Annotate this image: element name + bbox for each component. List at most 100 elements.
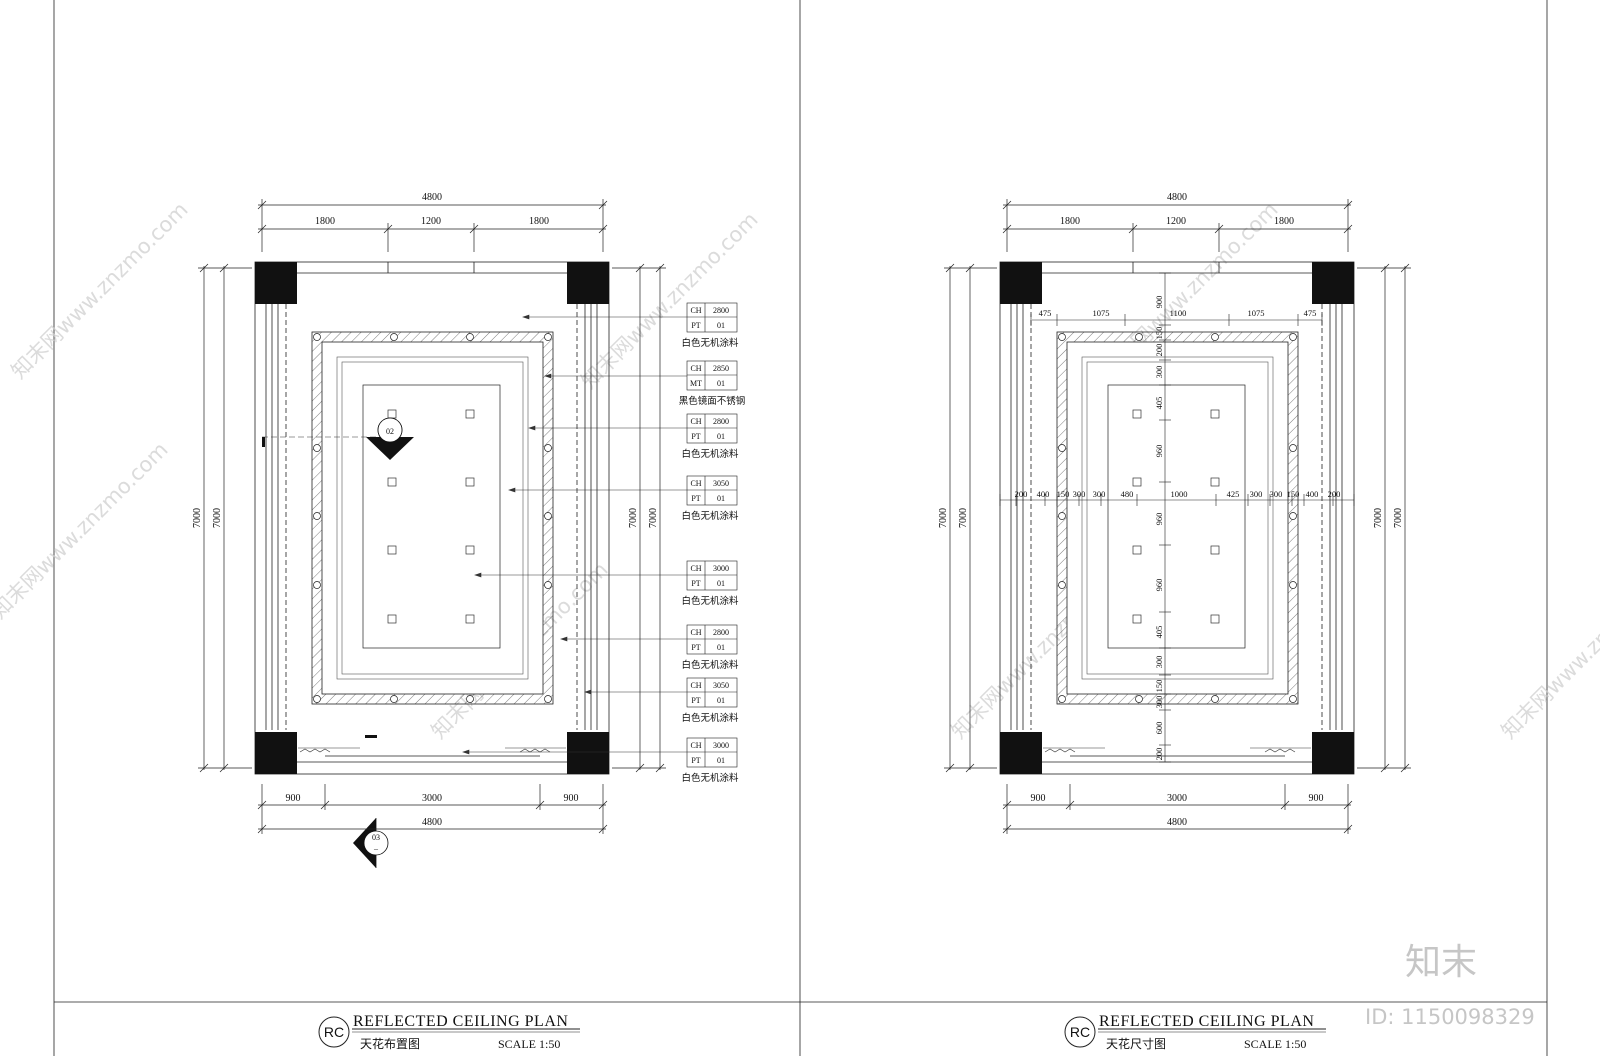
callout-value: 2850 bbox=[713, 364, 729, 373]
dim-part: 1200 bbox=[1166, 216, 1186, 227]
dim-col: 960 bbox=[1154, 445, 1164, 458]
downlight bbox=[1058, 512, 1066, 520]
dim-col: 150 bbox=[1154, 327, 1164, 340]
section-marker-03: 03 – bbox=[353, 818, 389, 868]
callout-value: 3050 bbox=[713, 681, 729, 690]
callout-note: 白色无机涂料 bbox=[681, 510, 739, 522]
callout-tag: CH 3050 PT 01 白色无机涂料 bbox=[681, 475, 739, 522]
downlight bbox=[544, 581, 552, 589]
curtain-tracks bbox=[298, 747, 566, 753]
dim-side: 7000 bbox=[192, 508, 203, 528]
callout-tag: CH 3000 PT 01 白色无机涂料 bbox=[681, 737, 739, 784]
callout-value: 3050 bbox=[713, 479, 729, 488]
frame-downlights bbox=[313, 333, 552, 703]
section-sub: – bbox=[387, 438, 393, 447]
side-dimensions bbox=[198, 263, 666, 773]
callout-key: PT bbox=[691, 696, 700, 705]
dim-row: 200 bbox=[1328, 489, 1341, 499]
sheet-scale: SCALE 1:50 bbox=[1244, 1037, 1306, 1051]
callout-leaders bbox=[462, 314, 687, 755]
callout-tag: CH 2850 MT 01 黑色镜面不锈钢 bbox=[679, 360, 745, 407]
callout-note: 白色无机涂料 bbox=[681, 772, 739, 784]
light-fixture bbox=[1132, 614, 1142, 624]
column bbox=[1000, 732, 1042, 774]
callout-key: CH bbox=[690, 681, 701, 690]
left-sheet: 02 – 03 – 4800 1800 1200 bbox=[192, 192, 745, 1051]
dim-col: 200 bbox=[1154, 344, 1164, 357]
downlight bbox=[1289, 581, 1297, 589]
section-sub: – bbox=[373, 844, 379, 853]
sheet-subtitle: 天花布置图 bbox=[360, 1036, 420, 1051]
curtain-tracks bbox=[1043, 747, 1311, 753]
downlight bbox=[390, 333, 398, 341]
light-fixture bbox=[1210, 614, 1220, 624]
dim-col: 300 bbox=[1154, 656, 1164, 669]
callout-value: 2800 bbox=[713, 417, 729, 426]
vertical-dimension-column bbox=[1159, 272, 1171, 763]
dim-side: 7000 bbox=[1393, 508, 1404, 528]
square-fixtures bbox=[1132, 409, 1220, 624]
dim-inner: 475 bbox=[1039, 308, 1052, 318]
sheet-title: REFLECTED CEILING PLAN bbox=[353, 1013, 568, 1030]
dim-part: 900 bbox=[286, 793, 301, 804]
rc-badge bbox=[318, 1016, 350, 1048]
title-block: RC REFLECTED CEILING PLAN 天花布置图 SCALE 1:… bbox=[318, 1013, 580, 1051]
structural-columns bbox=[255, 262, 609, 774]
column bbox=[1312, 262, 1354, 304]
dim-col: 300 bbox=[1154, 696, 1164, 709]
light-fixture bbox=[387, 477, 397, 487]
right-sheet: 475 1075 1100 1075 475 200 400 150 300 3… bbox=[938, 192, 1411, 1051]
dim-part: 900 bbox=[1309, 793, 1324, 804]
downlight bbox=[313, 581, 321, 589]
watermark-text: 知末网www.znzmo.com bbox=[1497, 558, 1600, 744]
callout-key: PT bbox=[691, 321, 700, 330]
bottom-dimensions bbox=[1002, 784, 1353, 834]
ceiling-frame bbox=[1056, 331, 1299, 705]
callout-key: CH bbox=[690, 417, 701, 426]
dim-row: 400 bbox=[1037, 489, 1050, 499]
downlight bbox=[544, 333, 552, 341]
rc-badge bbox=[1064, 1016, 1096, 1048]
downlight bbox=[1058, 333, 1066, 341]
frame-downlights bbox=[1058, 333, 1297, 703]
callout-value: 01 bbox=[717, 494, 725, 503]
dim-part: 3000 bbox=[1167, 793, 1187, 804]
light-fixture bbox=[387, 614, 397, 624]
callout-note: 白色无机涂料 bbox=[681, 595, 739, 607]
dim-row: 300 bbox=[1093, 489, 1106, 499]
brand-id: ID: 1150098329 bbox=[1365, 1005, 1535, 1029]
callout-note: 白色无机涂料 bbox=[681, 448, 739, 460]
callout-value: 01 bbox=[717, 756, 725, 765]
callout-tag: CH 2800 PT 01 白色无机涂料 bbox=[681, 302, 739, 349]
room-outline bbox=[999, 261, 1355, 775]
callout-value: 2800 bbox=[713, 306, 729, 315]
callout-value: 3000 bbox=[713, 741, 729, 750]
downlight bbox=[1058, 444, 1066, 452]
dim-row: 300 bbox=[1270, 489, 1283, 499]
dim-inner: 1075 bbox=[1248, 308, 1265, 318]
rc-badge-label: RC bbox=[324, 1024, 344, 1040]
dim-col: 405 bbox=[1154, 626, 1164, 639]
callout-key: PT bbox=[691, 579, 700, 588]
column bbox=[255, 732, 297, 774]
callout-value: 01 bbox=[717, 432, 725, 441]
dim-row: 425 bbox=[1227, 489, 1240, 499]
room-outline bbox=[254, 261, 610, 775]
dim-part: 1200 bbox=[421, 216, 441, 227]
dim-col: 405 bbox=[1154, 397, 1164, 410]
dim-part: 1800 bbox=[1274, 216, 1294, 227]
light-fixture bbox=[387, 545, 397, 555]
sheet-subtitle: 天花尺寸图 bbox=[1106, 1036, 1166, 1051]
callout-key: MT bbox=[690, 379, 702, 388]
column bbox=[567, 262, 609, 304]
callout-key: PT bbox=[691, 756, 700, 765]
downlight bbox=[544, 444, 552, 452]
dim-part: 900 bbox=[1031, 793, 1046, 804]
dim-row: 150 bbox=[1057, 489, 1070, 499]
dim-row: 200 bbox=[1015, 489, 1028, 499]
column bbox=[567, 732, 609, 774]
dim-part: 1800 bbox=[315, 216, 335, 227]
watermark-text: 知末网www.znzmo.com bbox=[0, 438, 173, 624]
dim-inner: 475 bbox=[1304, 308, 1317, 318]
